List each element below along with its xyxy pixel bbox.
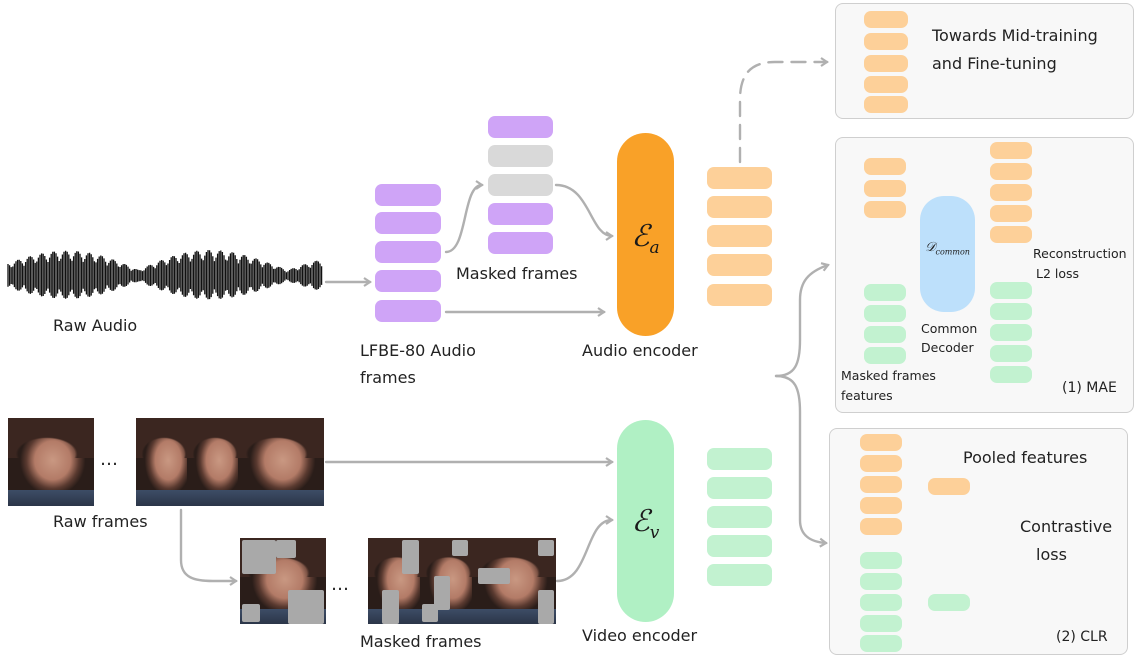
pooled-video-feature (928, 594, 970, 611)
clr-audio-feature (860, 518, 902, 535)
clr-video-feature (860, 615, 902, 632)
towards-panel: Towards Mid-training and Fine-tuning (835, 3, 1134, 119)
mae-input-feature (864, 284, 906, 301)
audio-feature (707, 167, 772, 189)
masked-frame-image (240, 538, 326, 624)
lfbe-frame (375, 300, 441, 322)
mae-output-feature (990, 184, 1032, 201)
video-feature (707, 564, 772, 586)
mae-input-feature (864, 326, 906, 343)
audio-frame-visible (488, 232, 553, 254)
audio-frame-visible (488, 116, 553, 138)
mae-output-feature (990, 345, 1032, 362)
connector-trunk (774, 262, 830, 378)
clr-audio-feature (860, 497, 902, 514)
mae-output-feature (990, 205, 1032, 222)
arrow-raw-to-masked-frames (179, 508, 238, 586)
arrow-audio-features-to-towards (738, 57, 829, 164)
pooled-audio-feature (928, 478, 970, 495)
lfbe-frame (375, 184, 441, 206)
waveform-path (7, 250, 323, 300)
towards-feature (864, 96, 908, 113)
clr-title: (2) CLR (1056, 629, 1108, 645)
video-encoder-symbol: ℰv (631, 504, 660, 543)
audio-frame-visible (488, 203, 553, 225)
masked-features-line1: Masked frames (841, 368, 936, 383)
video-encoder: ℰv (617, 420, 674, 622)
mae-output-feature (990, 163, 1032, 180)
video-feature (707, 448, 772, 470)
pooled-features-label: Pooled features (963, 448, 1088, 467)
towards-line2: and Fine-tuning (932, 54, 1057, 73)
contrastive-line2: loss (1036, 545, 1067, 564)
raw-frames-label: Raw frames (53, 512, 148, 531)
lfbe-label-line1: LFBE-80 Audio (360, 341, 476, 360)
clr-audio-feature (860, 434, 902, 451)
mae-title: (1) MAE (1062, 380, 1117, 396)
towards-feature (864, 55, 908, 72)
lfbe-frame (375, 270, 441, 292)
raw-frames-ellipsis: … (100, 449, 118, 470)
clr-video-feature (860, 573, 902, 590)
audio-frame-masked (488, 174, 553, 196)
raw-audio-label: Raw Audio (53, 316, 138, 335)
clr-video-feature (860, 594, 902, 611)
raw-frame-image (238, 418, 324, 506)
audio-frame-masked (488, 145, 553, 167)
video-feature (707, 535, 772, 557)
audio-feature (707, 284, 772, 306)
clr-audio-feature (860, 476, 902, 493)
arrow-masked-frames-to-video-encoder (555, 515, 614, 583)
audio-feature (707, 225, 772, 247)
towards-line1: Towards Mid-training (932, 26, 1098, 45)
arrow-masked-to-audio-encoder (554, 183, 614, 241)
mae-input-feature (864, 305, 906, 322)
mae-input-feature (864, 158, 906, 175)
masked-features-line2: features (841, 388, 893, 403)
towards-feature (864, 76, 908, 93)
arrow-lfbe-to-masked (444, 180, 484, 254)
decoder-line1: Common (921, 321, 978, 336)
clr-video-feature (860, 635, 902, 652)
recon-line2: L2 loss (1036, 266, 1080, 281)
audio-feature (707, 254, 772, 276)
mae-output-feature (990, 366, 1032, 383)
clr-panel: Pooled features Contrastive loss (2) CLR (829, 428, 1128, 655)
clr-video-feature (860, 552, 902, 569)
audio-feature (707, 196, 772, 218)
lfbe-frame (375, 212, 441, 234)
mae-input-feature (864, 180, 906, 197)
audio-encoder-symbol: ℰa (631, 219, 660, 258)
mae-output-feature (990, 324, 1032, 341)
video-feature (707, 506, 772, 528)
audio-encoder-label: Audio encoder (582, 341, 698, 360)
lfbe-label-line2: frames (360, 368, 416, 387)
masked-frame-image (472, 538, 556, 624)
masked-frames-video-label: Masked frames (360, 632, 482, 651)
towards-feature (864, 33, 908, 50)
audio-encoder: ℰa (617, 133, 674, 336)
recon-line1: Reconstruction (1033, 246, 1127, 261)
raw-frame-image (8, 418, 94, 506)
mae-output-feature (990, 282, 1032, 299)
clr-audio-feature (860, 455, 902, 472)
mae-output-feature (990, 226, 1032, 243)
mae-input-feature (864, 347, 906, 364)
masked-frames-audio-label: Masked frames (456, 264, 578, 283)
decoder-line2: Decoder (921, 340, 974, 355)
mae-input-feature (864, 201, 906, 218)
lfbe-frame (375, 241, 441, 263)
mae-panel: 𝒟common Common Decoder Reconstruction L2… (835, 137, 1134, 413)
contrastive-line1: Contrastive (1020, 517, 1113, 536)
common-decoder: 𝒟common (920, 196, 975, 312)
towards-feature (864, 11, 908, 28)
mae-output-feature (990, 303, 1032, 320)
video-encoder-label: Video encoder (582, 626, 698, 645)
video-feature (707, 477, 772, 499)
mae-output-feature (990, 142, 1032, 159)
decoder-symbol: 𝒟common (925, 240, 970, 257)
masked-frames-ellipsis: … (331, 574, 349, 595)
